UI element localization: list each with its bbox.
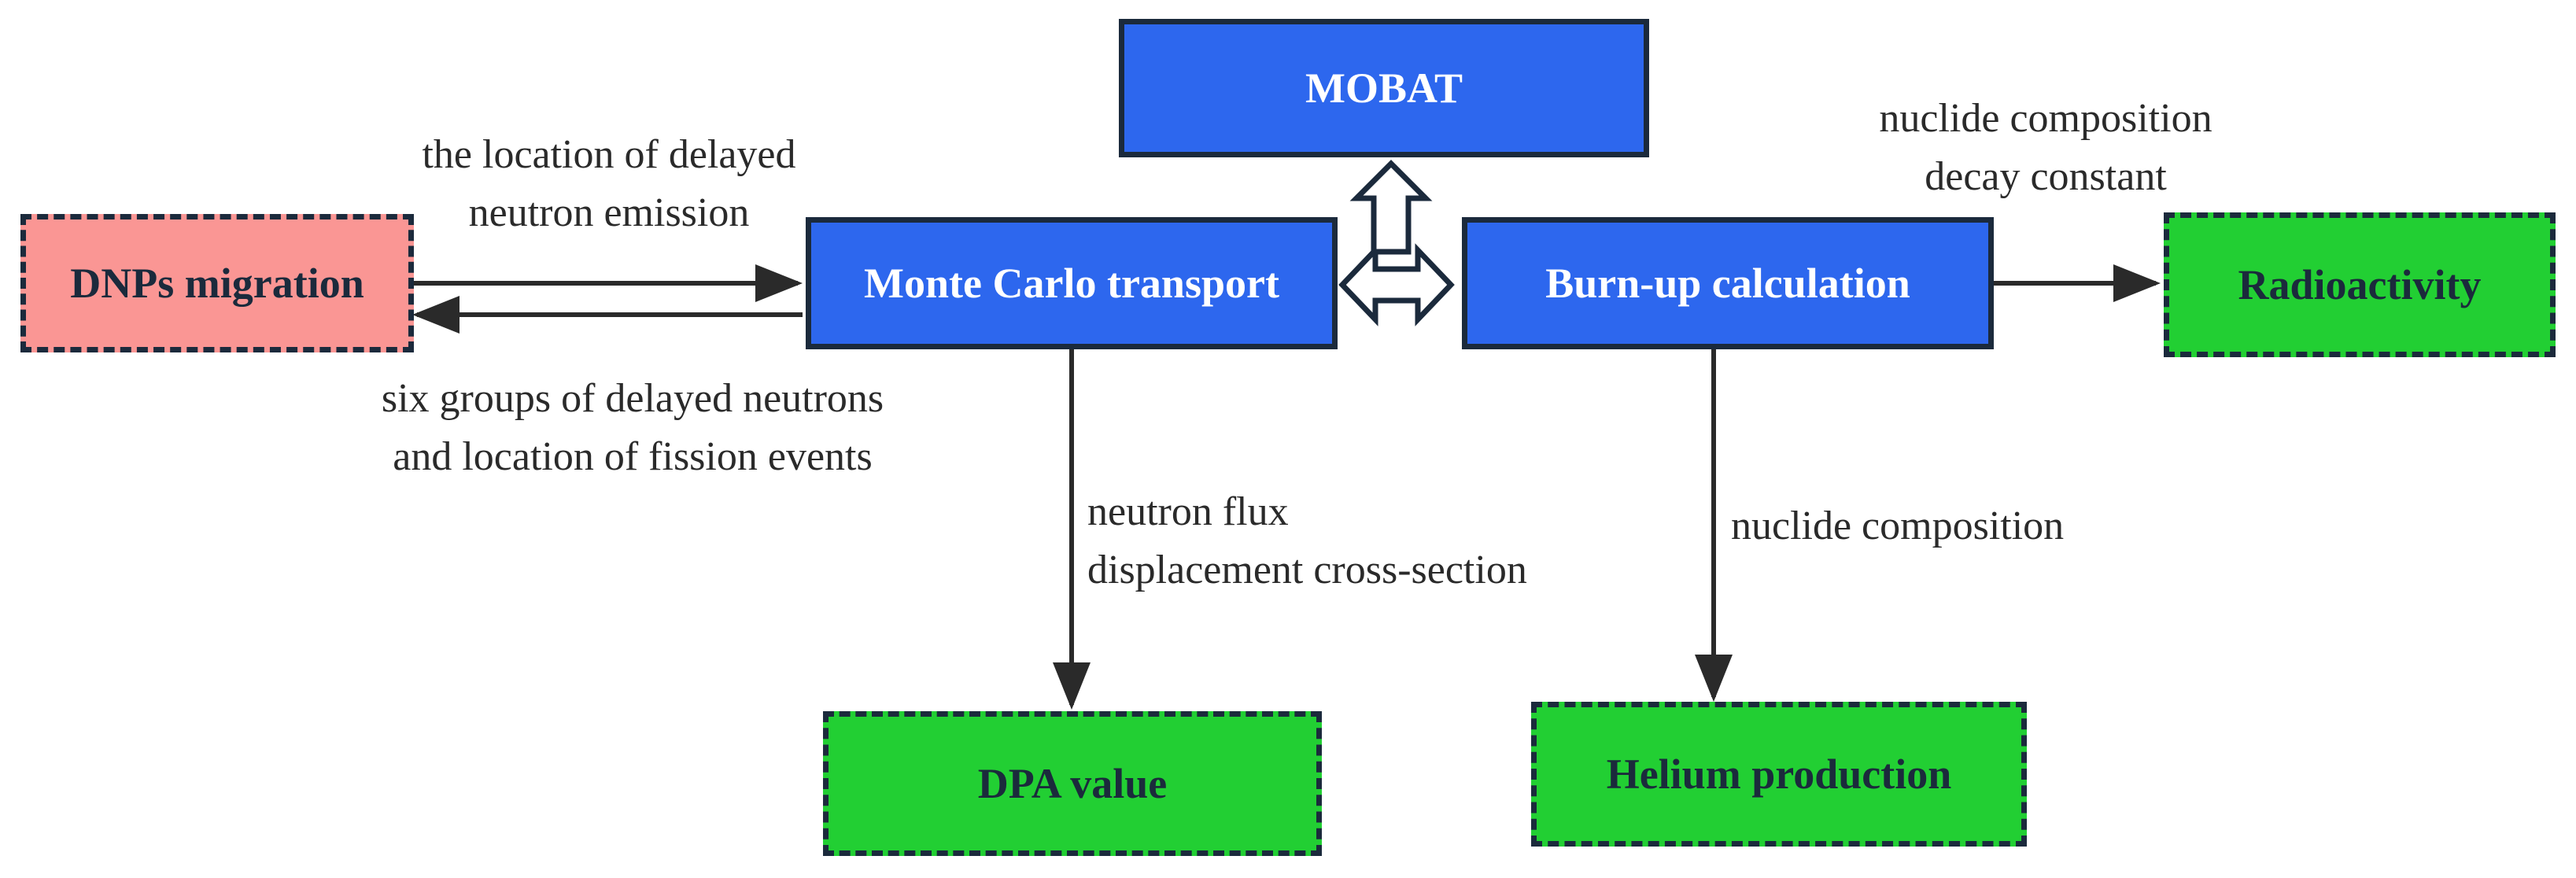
node-dnps-migration: DNPs migration xyxy=(20,214,414,352)
node-radioactivity: Radioactivity xyxy=(2164,212,2556,357)
node-mobat: MOBAT xyxy=(1119,19,1649,157)
label-nuclide-composition: nuclide composition xyxy=(1731,504,2065,548)
node-burnup-calculation: Burn-up calculation xyxy=(1462,217,1994,349)
node-dpa-value: DPA value xyxy=(823,711,1322,856)
arrow-up-to-mobat-icon xyxy=(1349,160,1433,255)
label-nuclide-decay: nuclide composition decay constant xyxy=(1879,96,2212,199)
label-delayed-emission: the location of delayed neutron emission xyxy=(422,132,796,235)
node-helium-production: Helium production xyxy=(1531,702,2027,847)
label-six-groups: six groups of delayed neutrons and locat… xyxy=(381,376,884,479)
node-monte-carlo-transport: Monte Carlo transport xyxy=(806,217,1338,349)
double-arrow-horizontal-icon xyxy=(1338,243,1455,326)
label-neutron-flux: neutron flux displacement cross-section xyxy=(1087,489,1527,592)
